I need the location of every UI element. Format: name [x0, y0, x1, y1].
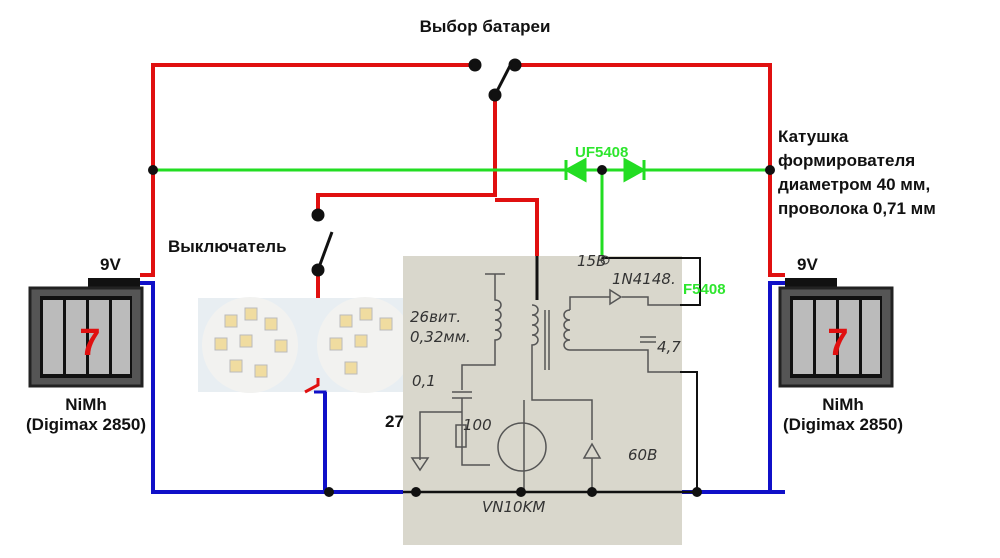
turns-label: 26вит.: [410, 308, 461, 326]
switch-battery-select[interactable]: [468, 58, 522, 102]
battery-right-voltage: 9V: [797, 255, 818, 274]
svg-text:формирователя: формирователя: [778, 151, 915, 170]
coil-note: Катушка формирователя диаметром 40 мм, п…: [778, 127, 936, 218]
power-switch[interactable]: [311, 208, 334, 277]
green-wires: [153, 168, 770, 258]
svg-text:диаметром 40 мм,: диаметром 40 мм,: [778, 175, 930, 194]
battery-right-model: (Digimax 2850): [783, 415, 903, 434]
output-label: 15В: [577, 252, 606, 270]
junction-dots: [148, 165, 775, 497]
wire-label: 0,32мм.: [410, 328, 471, 346]
partial-label: 27: [385, 412, 404, 431]
battery-left-type: NiMh: [65, 395, 107, 414]
cap1-label: 0,1: [412, 372, 436, 390]
battery-left-model: (Digimax 2850): [26, 415, 146, 434]
svg-text:проволока 0,71 мм: проволока 0,71 мм: [778, 199, 936, 218]
handwritten-labels: 26вит. 0,32мм. 0,1 100 1N4148. 4,7 60В V…: [410, 252, 681, 516]
uf5408-diodes: [563, 157, 647, 183]
battery-right-type: NiMh: [822, 395, 864, 414]
battery-select-label: Выбор батареи: [420, 17, 551, 36]
battery-digit: 7: [79, 322, 100, 364]
diode-f5408-label: F5408: [683, 281, 726, 298]
diode-label: 1N4148.: [612, 270, 676, 288]
svg-text:Катушка: Катушка: [778, 127, 849, 146]
battery-right: 7: [778, 278, 894, 388]
battery-left-voltage: 9V: [100, 255, 121, 274]
resistor-label: 100: [463, 416, 492, 434]
cap2-label: 4,7: [657, 338, 681, 356]
led-photo: [198, 297, 413, 393]
battery-left: 7: [28, 278, 144, 388]
transistor-label: VN10KM: [482, 498, 545, 516]
zener-voltage-label: 60В: [628, 446, 657, 464]
switch-label: Выключатель: [168, 237, 287, 256]
handwritten-schematic-photo: [403, 255, 702, 545]
diode-uf5408-label: UF5408: [575, 144, 628, 161]
battery-digit: 7: [827, 322, 848, 364]
